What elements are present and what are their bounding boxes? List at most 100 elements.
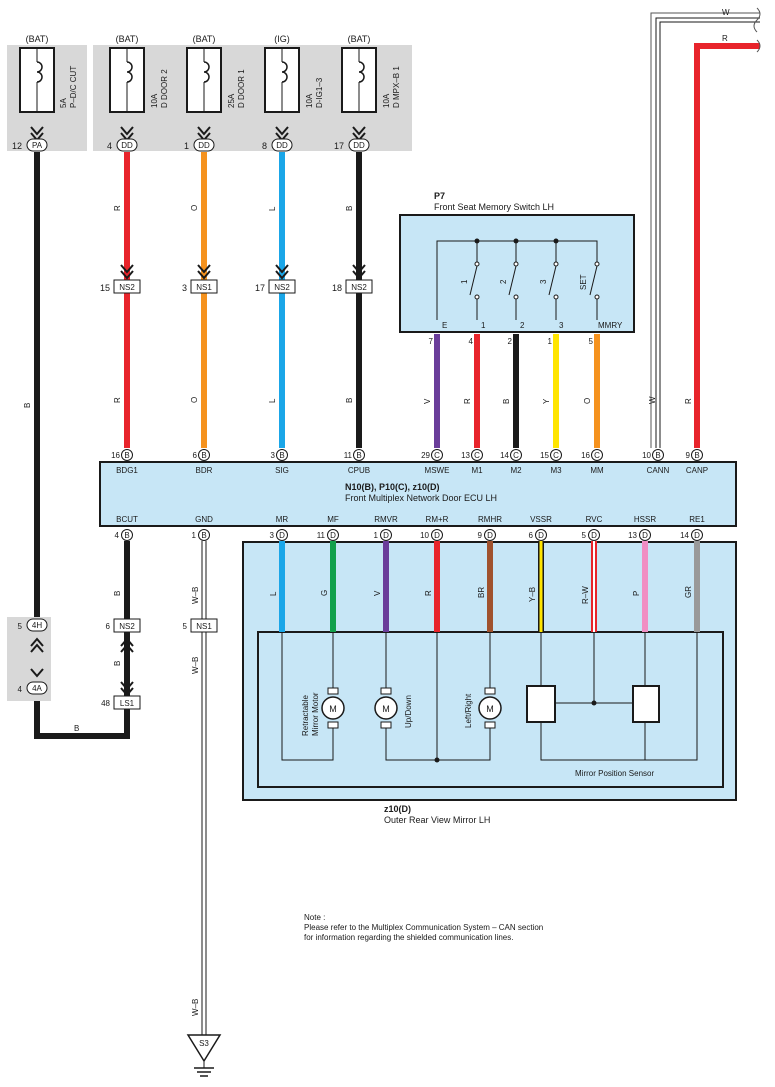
svg-text:BDR: BDR (196, 466, 213, 475)
svg-text:1: 1 (374, 531, 379, 540)
svg-text:O: O (190, 397, 199, 403)
svg-text:10: 10 (642, 451, 651, 460)
svg-text:NS1: NS1 (196, 622, 212, 631)
svg-text:M: M (486, 704, 494, 714)
svg-text:1: 1 (481, 321, 486, 330)
svg-text:B: B (356, 451, 361, 460)
svg-text:B: B (279, 451, 284, 460)
svg-text:4H: 4H (32, 621, 42, 630)
svg-text:(BAT): (BAT) (193, 34, 216, 44)
svg-text:Mirror Position Sensor: Mirror Position Sensor (575, 769, 654, 778)
svg-text:4A: 4A (32, 684, 42, 693)
svg-text:1: 1 (548, 337, 553, 346)
svg-text:HSSR: HSSR (634, 515, 656, 524)
svg-text:VSSR: VSSR (530, 515, 552, 524)
svg-text:E: E (442, 321, 447, 330)
svg-text:Mirror Motor: Mirror Motor (311, 692, 320, 736)
svg-text:C: C (594, 451, 600, 460)
note-block: Note : Please refer to the Multiplex Com… (304, 913, 543, 942)
svg-text:NS2: NS2 (119, 283, 135, 292)
svg-text:CANN: CANN (647, 466, 670, 475)
svg-text:B: B (113, 591, 122, 596)
svg-text:NS2: NS2 (119, 622, 135, 631)
wire-b-left-loop (34, 152, 130, 739)
svg-text:RM+R: RM+R (426, 515, 449, 524)
svg-text:8: 8 (262, 141, 267, 151)
svg-text:3: 3 (271, 451, 276, 460)
svg-text:MF: MF (327, 515, 339, 524)
svg-text:W: W (648, 396, 657, 404)
svg-text:DD: DD (353, 141, 365, 150)
svg-text:B: B (345, 398, 354, 403)
svg-text:RMHR: RMHR (478, 515, 502, 524)
junction-row-upper: 15 NS2 3 NS1 17 NS2 18 NS2 (100, 279, 373, 294)
svg-text:1: 1 (192, 531, 197, 540)
svg-text:PA: PA (32, 141, 43, 150)
svg-text:10A: 10A (382, 93, 391, 108)
svg-text:L: L (268, 206, 277, 211)
svg-text:25A: 25A (227, 93, 236, 108)
svg-text:5: 5 (589, 337, 594, 346)
svg-text:Y: Y (542, 398, 551, 404)
fuse-p-dc-cut: (BAT) 5A P–D/C CUT (19, 34, 78, 113)
svg-text:W–B: W–B (191, 657, 200, 674)
svg-text:11: 11 (344, 451, 353, 460)
ecu-box (99, 461, 737, 527)
ecu-title: Front Multiplex Network Door ECU LH (345, 493, 497, 503)
svg-text:R–W: R–W (581, 586, 590, 604)
fuse-d-door-2: (BAT) 10A D DOOR 2 (109, 34, 169, 113)
can-lines: W R W R (648, 7, 761, 448)
svg-text:3: 3 (270, 531, 275, 540)
svg-text:4: 4 (469, 337, 474, 346)
ground-icon: S3 (186, 1034, 222, 1077)
svg-text:B: B (655, 451, 660, 460)
fuse-d-door-1: (BAT) 25A D DOOR 1 (186, 34, 246, 113)
svg-text:17: 17 (334, 141, 344, 151)
svg-text:R: R (424, 590, 433, 596)
svg-text:29: 29 (421, 451, 430, 460)
svg-text:R: R (684, 398, 693, 404)
svg-text:5A: 5A (59, 98, 68, 108)
svg-text:V: V (423, 398, 432, 404)
svg-text:D: D (279, 531, 285, 540)
svg-text:14: 14 (500, 451, 509, 460)
svg-text:GND: GND (195, 515, 213, 524)
position-sensor: Mirror Position Sensor (526, 685, 660, 778)
svg-text:5: 5 (183, 622, 188, 631)
svg-text:B: B (694, 451, 699, 460)
svg-text:13: 13 (461, 451, 470, 460)
svg-text:Left/Right: Left/Right (464, 693, 473, 728)
svg-text:B: B (201, 531, 206, 540)
svg-text:CANP: CANP (686, 466, 708, 475)
lower-chevrons (30, 637, 134, 697)
svg-text:L: L (269, 591, 278, 596)
svg-text:SET: SET (579, 274, 588, 290)
svg-text:B: B (201, 451, 206, 460)
svg-text:O: O (583, 398, 592, 404)
fuse-output-connectors: 12 PA 4 DD 1 DD 8 DD 17 DD (12, 138, 370, 152)
svg-text:MR: MR (276, 515, 289, 524)
svg-text:L: L (268, 398, 277, 403)
svg-text:LS1: LS1 (120, 699, 135, 708)
switch-pins: 7 4 2 1 5 V R B Y O (423, 337, 594, 404)
svg-text:BR: BR (477, 587, 486, 598)
svg-text:GR: GR (684, 586, 693, 598)
svg-text:2: 2 (508, 337, 513, 346)
motor-icon: M (321, 687, 345, 729)
junction-dot-mid (434, 757, 440, 763)
mirror-title: Outer Rear View Mirror LH (384, 815, 490, 825)
junction-dot-sensor (591, 700, 597, 706)
svg-text:9: 9 (478, 531, 483, 540)
svg-text:M2: M2 (510, 466, 522, 475)
svg-text:D: D (330, 531, 336, 540)
svg-text:M3: M3 (550, 466, 562, 475)
svg-text:5: 5 (582, 531, 587, 540)
svg-text:(BAT): (BAT) (348, 34, 371, 44)
motor-icon: M (374, 687, 398, 729)
svg-text:B: B (23, 403, 32, 408)
svg-text:D: D (434, 531, 440, 540)
svg-text:R: R (113, 205, 122, 211)
svg-text:4: 4 (115, 531, 120, 540)
